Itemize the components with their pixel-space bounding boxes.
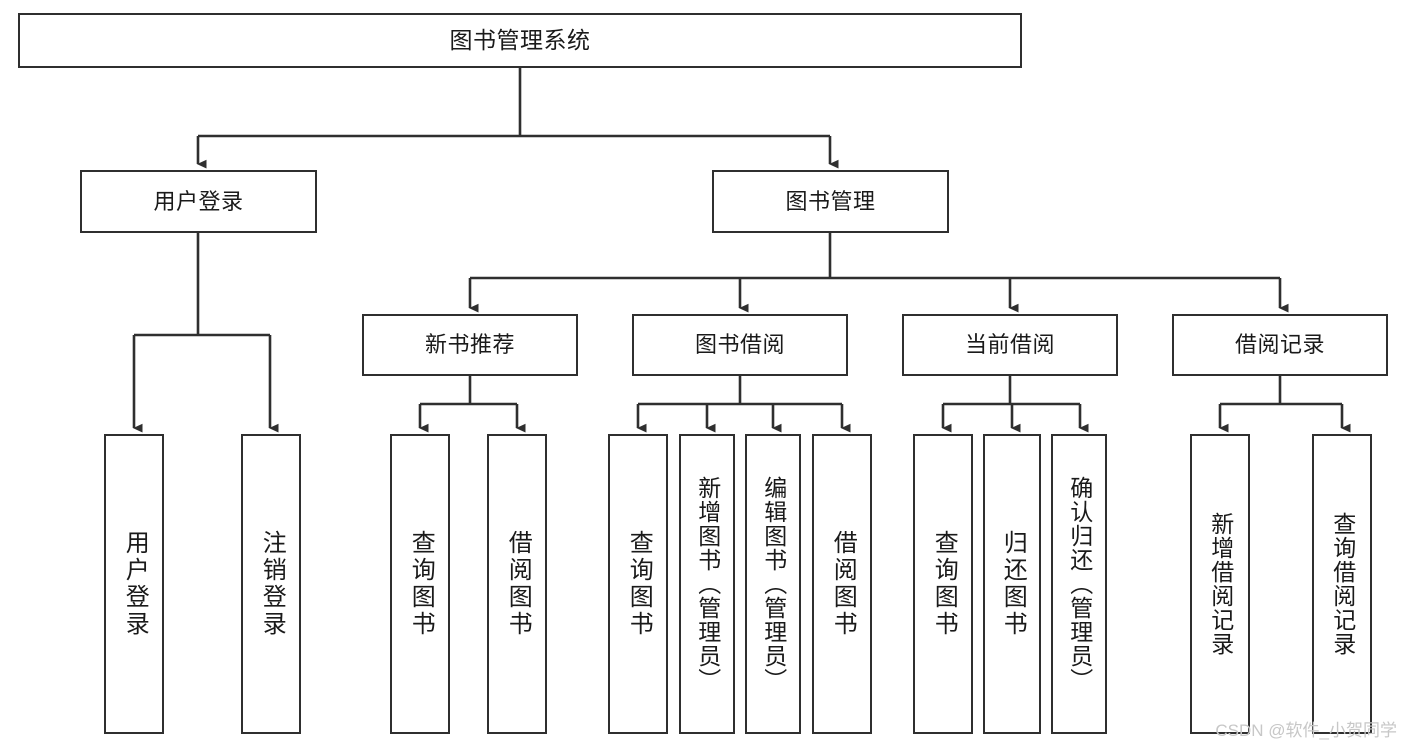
watermark-text: CSDN @软件_小贺同学 bbox=[1215, 721, 1397, 740]
node-label: 查询图书 bbox=[625, 530, 653, 638]
node-label: 借阅图书 bbox=[829, 530, 857, 638]
node-label: 用户登录 bbox=[153, 188, 244, 214]
leaf-borrow-edit-book-admin[interactable]: 编辑图书（管理员） bbox=[745, 434, 801, 734]
leaf-borrow-add-book-admin[interactable]: 新增图书（管理员） bbox=[679, 434, 735, 734]
node-label: 新书推荐 bbox=[424, 332, 515, 358]
leaf-record-add-borrow-record[interactable]: 新增借阅记录 bbox=[1190, 434, 1250, 734]
node-label: 注销登录 bbox=[258, 530, 286, 638]
leaf-record-query-borrow-record[interactable]: 查询借阅记录 bbox=[1312, 434, 1372, 734]
node-label: 查询图书 bbox=[930, 530, 958, 638]
node-label: 查询图书 bbox=[407, 530, 435, 638]
leaf-current-query-book[interactable]: 查询图书 bbox=[913, 434, 973, 734]
node-label: 当前借阅 bbox=[964, 332, 1055, 358]
leaf-current-return-book[interactable]: 归还图书 bbox=[983, 434, 1041, 734]
node-label: 图书借阅 bbox=[694, 332, 785, 358]
node-label: 借阅图书 bbox=[504, 530, 532, 638]
leaf-user-login-logout[interactable]: 注销登录 bbox=[241, 434, 301, 734]
leaf-recommend-query-book[interactable]: 查询图书 bbox=[390, 434, 450, 734]
node-label: 查询借阅记录 bbox=[1329, 512, 1356, 656]
node-label: 用户登录 bbox=[121, 530, 149, 638]
node-label: 归还图书 bbox=[999, 530, 1027, 638]
node-user-login[interactable]: 用户登录 bbox=[80, 170, 317, 233]
node-label: 确认归还（管理员） bbox=[1066, 476, 1093, 692]
leaf-borrow-borrow-book[interactable]: 借阅图书 bbox=[812, 434, 872, 734]
node-borrow-record[interactable]: 借阅记录 bbox=[1172, 314, 1388, 376]
leaf-borrow-query-book[interactable]: 查询图书 bbox=[608, 434, 668, 734]
node-label: 图书管理 bbox=[785, 188, 876, 214]
node-root-book-management-system[interactable]: 图书管理系统 bbox=[18, 13, 1022, 68]
node-label: 借阅记录 bbox=[1234, 332, 1325, 358]
node-book-borrow[interactable]: 图书借阅 bbox=[632, 314, 848, 376]
node-new-book-recommend[interactable]: 新书推荐 bbox=[362, 314, 578, 376]
node-current-borrow[interactable]: 当前借阅 bbox=[902, 314, 1118, 376]
node-label: 图书管理系统 bbox=[449, 27, 591, 54]
leaf-recommend-borrow-book[interactable]: 借阅图书 bbox=[487, 434, 547, 734]
node-label: 新增借阅记录 bbox=[1207, 512, 1234, 656]
leaf-current-confirm-return-admin[interactable]: 确认归还（管理员） bbox=[1051, 434, 1107, 734]
leaf-user-login-login[interactable]: 用户登录 bbox=[104, 434, 164, 734]
node-book-management[interactable]: 图书管理 bbox=[712, 170, 949, 233]
node-label: 新增图书（管理员） bbox=[694, 476, 721, 692]
node-label: 编辑图书（管理员） bbox=[760, 476, 787, 692]
